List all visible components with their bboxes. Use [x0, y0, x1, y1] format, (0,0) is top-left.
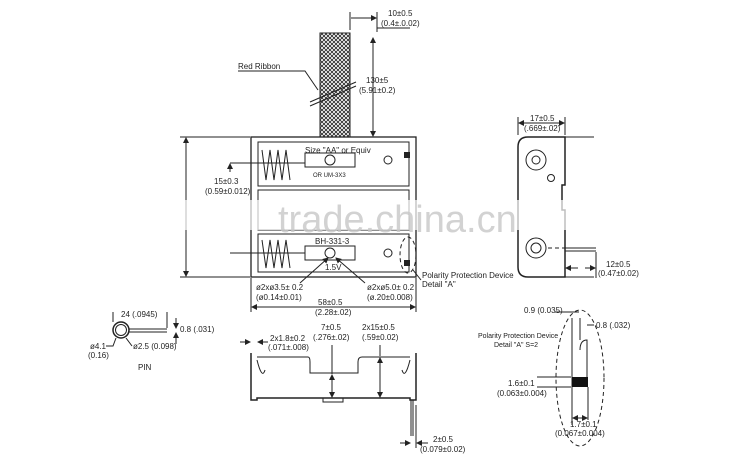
cell-pitch-dim-in: (0.59±0.012) [205, 187, 251, 196]
battery-alt-label: OR UM-3X3 [313, 173, 346, 179]
pin-length-dim: 24 (.0945) [121, 310, 158, 319]
wall-dim-in: (.071±.008) [268, 343, 309, 352]
detail-dim4: 1.7±0.1 [570, 420, 597, 429]
pin-inner-dia: ø2.5 (0.098) [133, 342, 177, 351]
side-width-dim-in: (.669±.02) [524, 124, 561, 133]
height-dim-in: (.59±0.02) [362, 333, 399, 342]
hole-small-dim: ø2xø3.5± 0.2 [256, 283, 304, 292]
ribbon-length-dim: 130±5 [366, 76, 389, 85]
tab-dim: 2±0.5 [433, 435, 454, 444]
pin-thickness-dim: 0.8 (.031) [180, 325, 215, 334]
detail-dim4-in: (0.067±0.004) [555, 429, 605, 438]
red-ribbon [319, 32, 351, 138]
depth-dim-in: (.276±.02) [313, 333, 350, 342]
ribbon-width-dim: 10±0.5 [388, 9, 413, 18]
pin-outer-dia: ø4.1 [90, 342, 107, 351]
bottom-view: 2x1.8±0.2 (.071±.008) 7±0.5 (.276±.02) 2… [240, 323, 466, 454]
side-view: 17±0.5 (.669±.02) 12±0.5 (0.47±0.02) [517, 114, 639, 278]
pin-outer-dia-in: (0.16) [88, 351, 109, 360]
length-dim-in: (2.28±.02) [315, 308, 352, 317]
lead-dim-in: (0.47±0.02) [598, 269, 639, 278]
ribbon-width-dim-in: (0.4±.0.02) [381, 19, 420, 28]
detail-subtitle: Detail "A" S=2 [494, 342, 538, 349]
battery-size-label: Size "AA" or Equiv [305, 146, 371, 155]
pin-view: 24 (.0945) 0.8 (.031) ø4.1 (0.16) ø2.5 (… [88, 310, 215, 372]
model-label: BH-331-3 [315, 237, 350, 246]
hole-large-dim: ø2xø5.0± 0.2 [367, 283, 415, 292]
detail-dim3-in: (0.063±0.004) [497, 389, 547, 398]
watermark: trade.china.cn [278, 199, 517, 241]
top-view: 10±0.5 (0.4±.0.02) 130±5 (5.91±0.2) Red … [180, 9, 514, 317]
spring-icon [261, 149, 291, 181]
spring-icon [261, 239, 291, 269]
polarity-label: Polarity Protection Device [422, 271, 514, 280]
red-ribbon-label: Red Ribbon [238, 62, 280, 71]
wall-dim: 2x1.8±0.2 [270, 334, 306, 343]
voltage-label: 1.5V [325, 263, 342, 272]
detail-a: 0.9 (0.035) 0.8 (.032) Polarity Protecti… [478, 306, 631, 447]
detail-title: Polarity Protection Device [478, 333, 558, 340]
side-width-dim: 17±0.5 [530, 114, 555, 123]
cell-pitch-dim: 15±0.3 [214, 177, 239, 186]
hole-small-dim-in: (ø0.14±0.01) [256, 293, 302, 302]
polarity-detail: Detail "A" [422, 280, 456, 289]
detail-dim3: 1.6±0.1 [508, 379, 535, 388]
ribbon-length-dim-in: (5.91±0.2) [359, 86, 396, 95]
height-dim: 2x15±0.5 [362, 323, 395, 332]
tab-dim-in: (0.079±0.02) [420, 445, 466, 454]
detail-dim2: 0.8 (.032) [596, 321, 631, 330]
depth-dim: 7±0.5 [321, 323, 342, 332]
hole-large-dim-in: (ø.20±0.008) [367, 293, 413, 302]
detail-dim1: 0.9 (0.035) [524, 306, 563, 315]
length-dim: 58±0.5 [318, 298, 343, 307]
lead-dim: 12±0.5 [606, 260, 631, 269]
pin-label: PIN [138, 363, 152, 372]
